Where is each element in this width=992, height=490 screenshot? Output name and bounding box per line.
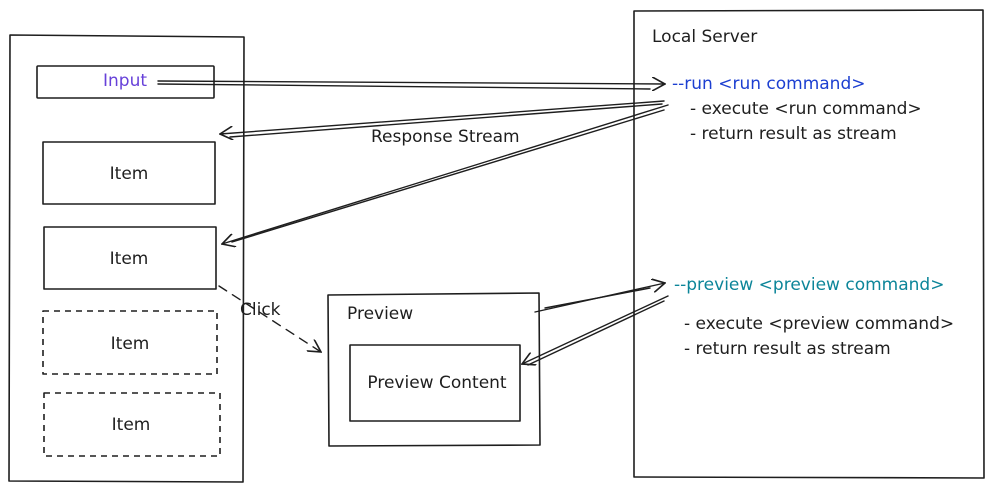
arrow-command-to-preview-content <box>522 295 669 364</box>
item-label: Item <box>110 164 149 184</box>
response-stream-label: Response Stream <box>371 127 520 147</box>
server-title: Local Server <box>652 27 757 47</box>
click-label: Click <box>240 300 281 320</box>
item-label: Item <box>112 415 151 435</box>
run-flag: --run <run command> <box>672 74 866 94</box>
arrow-click-to-preview <box>218 285 321 352</box>
arrow-response-to-item-2 <box>222 104 669 244</box>
list-item[interactable]: Item <box>43 226 217 290</box>
run-step-return: - return result as stream <box>690 124 897 144</box>
run-step-execute: - execute <run command> <box>690 99 922 119</box>
arrow-input-to-run <box>157 81 665 84</box>
client-panel: Input Item Item Item Item <box>8 34 245 483</box>
item-label: Item <box>111 334 150 354</box>
item-label: Item <box>110 249 149 269</box>
preview-flag: --preview <preview command> <box>674 275 944 295</box>
preview-content-box: Preview Content <box>349 344 521 422</box>
input-field[interactable]: Input <box>36 65 215 99</box>
input-label: Input <box>103 71 147 91</box>
server-panel: Local Server --run <run command> - execu… <box>633 9 985 479</box>
arrow-response-to-item-1 <box>220 100 665 134</box>
list-item-placeholder: Item <box>42 310 218 375</box>
list-item-placeholder: Item <box>43 392 221 457</box>
connectors <box>157 81 669 365</box>
preview-step-execute: - execute <preview command> <box>684 314 954 334</box>
preview-title: Preview <box>347 304 413 324</box>
preview-panel: Preview Preview Content <box>327 292 541 447</box>
preview-content-label: Preview Content <box>367 373 507 393</box>
list-item[interactable]: Item <box>42 141 216 205</box>
preview-step-return: - return result as stream <box>684 339 891 359</box>
